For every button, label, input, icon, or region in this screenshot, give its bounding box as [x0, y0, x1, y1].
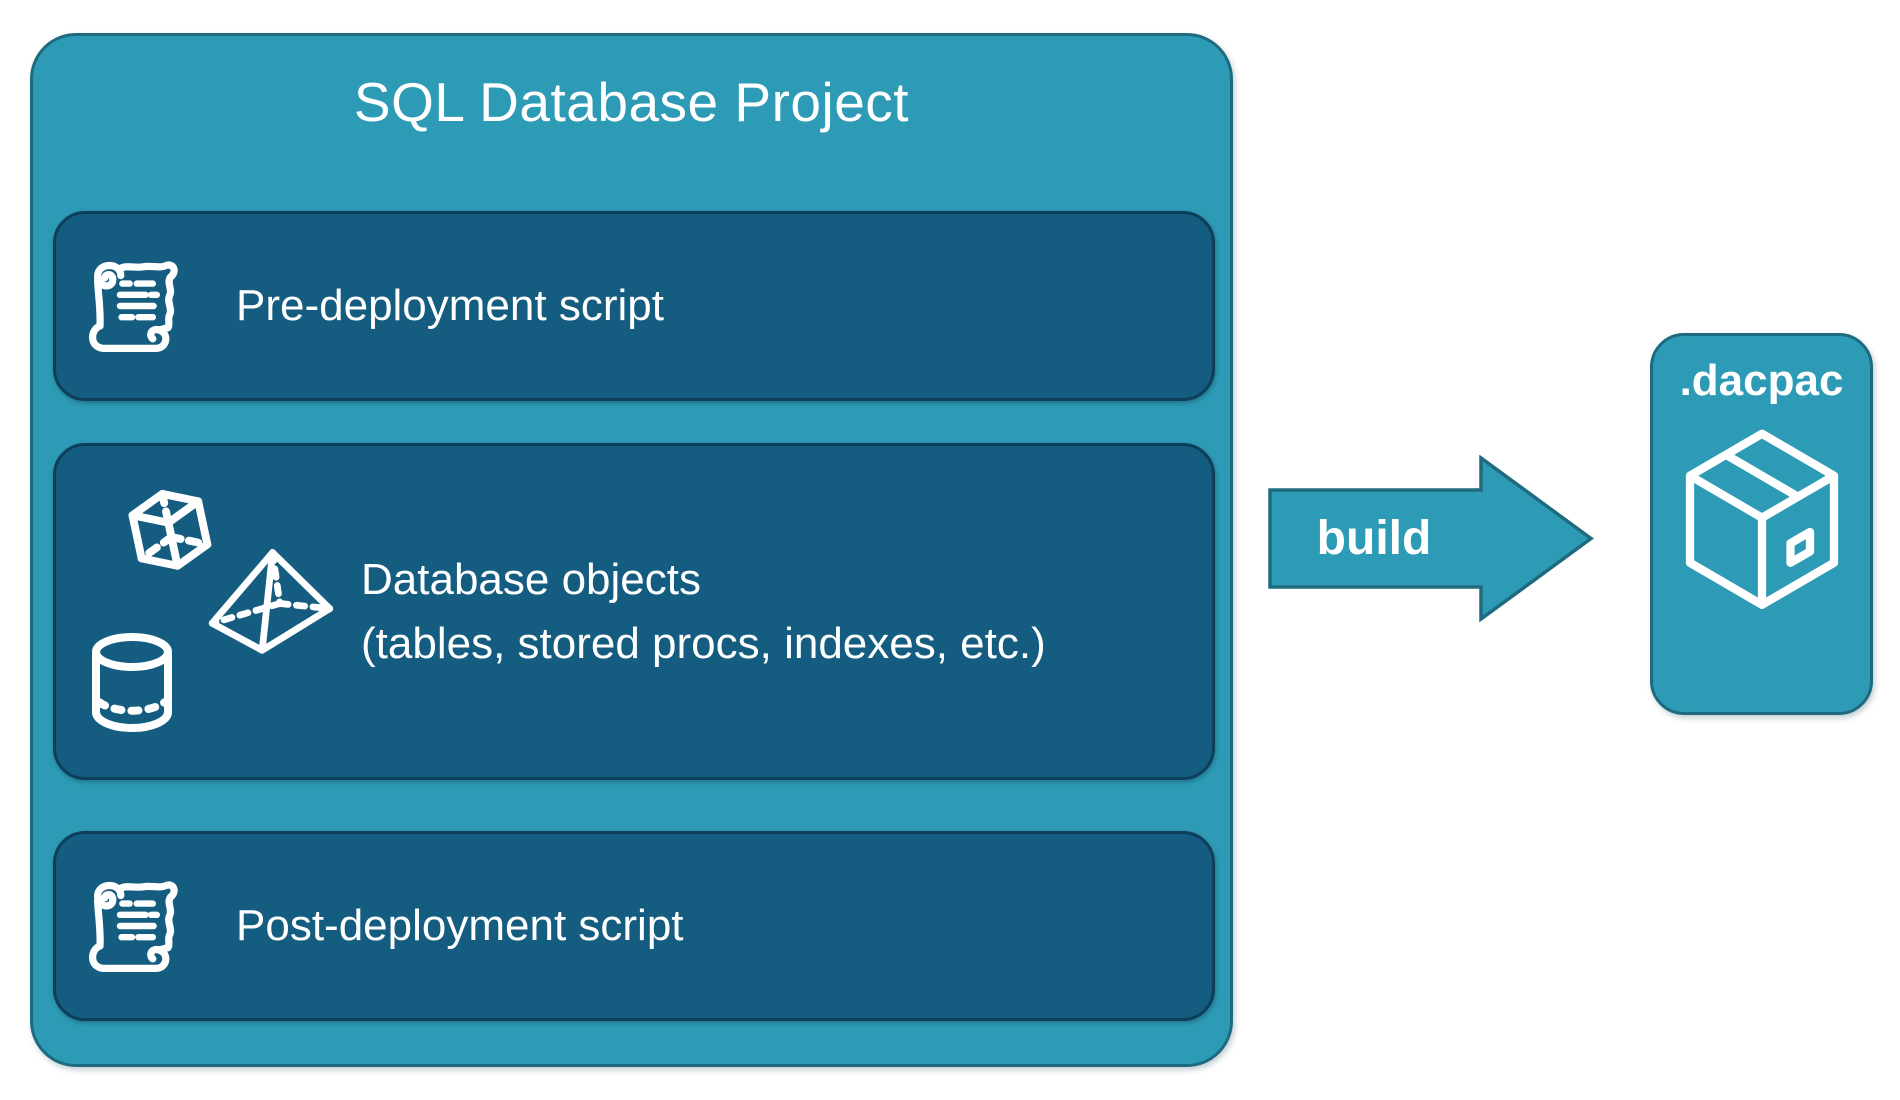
- panel-label: Pre-deployment script: [236, 281, 664, 330]
- panel-row: Post-deployment script: [56, 834, 1212, 1018]
- scroll-icon: [84, 866, 180, 986]
- cylinder-icon: [82, 628, 182, 738]
- panel-label: Database objects: [361, 554, 701, 604]
- dacpac-label: .dacpac: [1679, 356, 1844, 405]
- scroll-icon: [84, 246, 180, 366]
- panel-label: Post-deployment script: [236, 901, 684, 950]
- panel-sublabel: (tables, stored procs, indexes, etc.): [361, 618, 1046, 668]
- panel-text-block: Database objects (tables, stored procs, …: [361, 446, 1046, 777]
- cube-icon: [108, 472, 234, 598]
- package-icon: [1672, 420, 1852, 632]
- project-title: SQL Database Project: [353, 71, 910, 133]
- panel-pre-deployment-script: Pre-deployment script: [53, 211, 1215, 401]
- build-arrow: build: [1268, 455, 1595, 622]
- pyramid-icon: [206, 544, 336, 664]
- build-arrow-label: build: [1316, 512, 1432, 565]
- sql-database-project-container: SQL Database Project: [30, 33, 1233, 1067]
- panel-database-objects: Database objects (tables, stored procs, …: [53, 443, 1215, 780]
- right-arrow-icon: [1268, 455, 1594, 622]
- dacpac-artifact: .dacpac: [1650, 333, 1873, 715]
- panel-row: Pre-deployment script: [56, 214, 1212, 398]
- panel-post-deployment-script: Post-deployment script: [53, 831, 1215, 1021]
